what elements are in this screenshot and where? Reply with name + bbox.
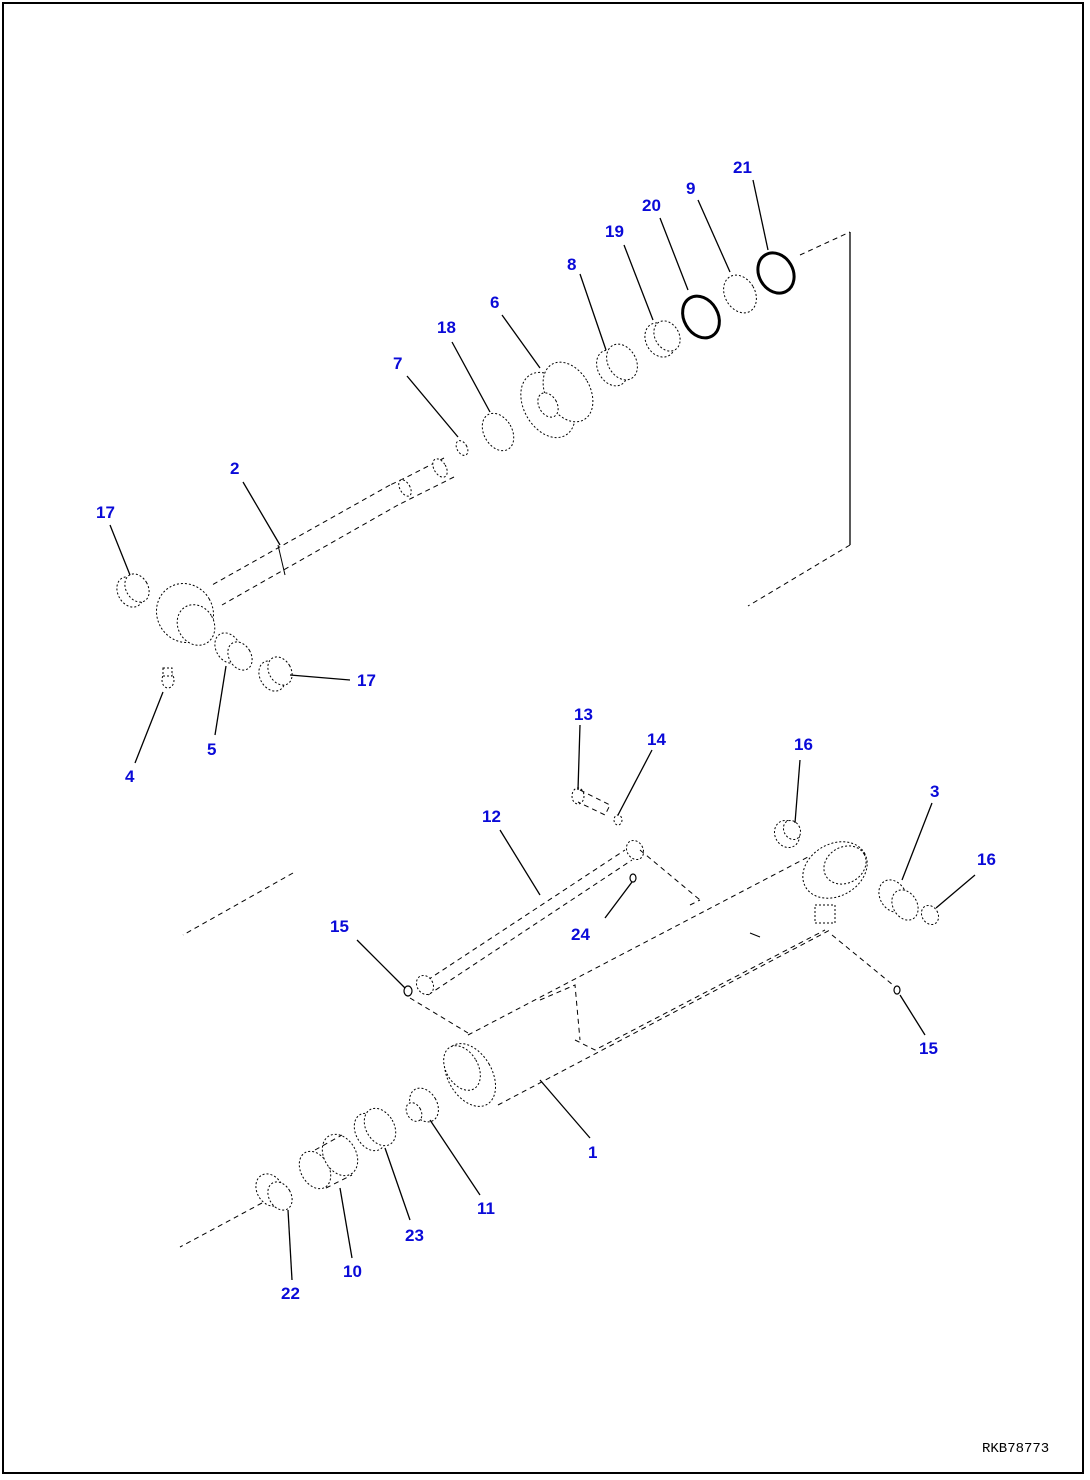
leader-13 (577, 724, 581, 791)
centerline-15-left (409, 997, 469, 1034)
callout-16: 16 (977, 850, 996, 869)
callout-8: 8 (567, 255, 576, 274)
part-7-washer (455, 440, 469, 456)
leader-3 (901, 802, 933, 881)
callout-18: 18 (437, 318, 456, 337)
part-9-ring (723, 274, 757, 314)
leader-14 (617, 749, 653, 816)
part-8-collar (596, 343, 638, 387)
part-10-cylinder-head (298, 1133, 359, 1190)
callout-7: 7 (393, 354, 402, 373)
leader-11 (429, 1119, 481, 1196)
callout-3: 3 (930, 782, 939, 801)
leader-10 (339, 1187, 353, 1259)
callout-17: 17 (96, 503, 115, 522)
leader-2 (242, 481, 281, 546)
leader-17b (289, 674, 351, 681)
callout-labels: 21 9 20 19 8 6 18 7 2 17 17 5 4 13 14 16… (96, 158, 996, 1303)
leader-17a (109, 524, 131, 576)
drawing-code: RKB78773 (982, 1441, 1049, 1457)
callout-23: 23 (405, 1226, 424, 1245)
leader-4 (134, 691, 164, 764)
part-14-washer (613, 814, 623, 826)
callout-1: 1 (588, 1143, 597, 1162)
centerline-upper (799, 231, 851, 256)
callout-17: 17 (357, 671, 376, 690)
callout-22: 22 (281, 1284, 300, 1303)
lower-cylinder-assembly (179, 724, 976, 1281)
callout-24: 24 (571, 925, 590, 944)
callout-10: 10 (343, 1262, 362, 1281)
callout-21: 21 (733, 158, 752, 177)
leader-21 (752, 179, 769, 251)
leader-15b (899, 994, 926, 1036)
callout-5: 5 (207, 740, 216, 759)
leader-18 (451, 341, 491, 413)
part-3-bushing (878, 879, 919, 921)
part-5-bushing (214, 632, 253, 671)
part-12-pipe (415, 839, 701, 996)
callout-20: 20 (642, 196, 661, 215)
callout-13: 13 (574, 705, 593, 724)
leader-15a (356, 939, 406, 989)
part-2-piston-rod (155, 457, 455, 646)
callout-4: 4 (125, 767, 135, 786)
leader-23 (384, 1147, 411, 1221)
part-23-collar (353, 1107, 397, 1152)
centerline-lower-bottom (179, 1202, 263, 1248)
part-17-bushing-right (258, 656, 293, 692)
leader-16b (935, 874, 976, 909)
leader-6 (501, 314, 541, 369)
callout-11: 11 (477, 1199, 495, 1218)
upper-rod-assembly (109, 179, 851, 764)
callout-19: 19 (605, 222, 624, 241)
leader-24 (604, 881, 633, 919)
leader-16a (794, 759, 801, 824)
callout-9: 9 (686, 179, 695, 198)
part-15-fitting-right (893, 985, 901, 995)
leader-19 (623, 244, 654, 321)
part-16-dust-seal-top (773, 819, 802, 849)
callout-14: 14 (647, 730, 666, 749)
callout-12: 12 (482, 807, 501, 826)
callout-15: 15 (919, 1039, 938, 1058)
callout-6: 6 (490, 293, 499, 312)
leader-5 (214, 665, 227, 736)
part-16-dust-seal-right (920, 904, 940, 926)
part-19-nut (644, 320, 681, 358)
part-18-ring (481, 412, 515, 452)
part-21-o-ring (756, 251, 796, 295)
part-11-nut (405, 1087, 439, 1123)
part-22-bushing (255, 1173, 293, 1211)
part-20-o-ring (681, 294, 721, 340)
leader-1 (539, 1079, 591, 1139)
centerline-15-right (831, 934, 894, 986)
part-6-piston (520, 361, 594, 439)
centerline-upper-return (747, 544, 851, 607)
callout-15: 15 (330, 917, 349, 936)
part-17-bushing-left (116, 573, 150, 608)
callout-2: 2 (230, 459, 239, 478)
leader-22 (287, 1209, 293, 1281)
callout-16: 16 (794, 735, 813, 754)
part-24-bolt (629, 873, 637, 883)
part-13-bolt (571, 787, 611, 816)
leader-12 (499, 829, 541, 896)
part-15-fitting-left (403, 985, 413, 997)
leader-8 (579, 273, 607, 351)
leader-20 (659, 217, 689, 291)
centerline-lower-left (182, 872, 294, 936)
part-1-cylinder-tube (443, 841, 868, 1107)
leader-7 (406, 375, 459, 438)
part-4-grease-fitting (161, 667, 175, 689)
leader-9 (697, 199, 731, 273)
